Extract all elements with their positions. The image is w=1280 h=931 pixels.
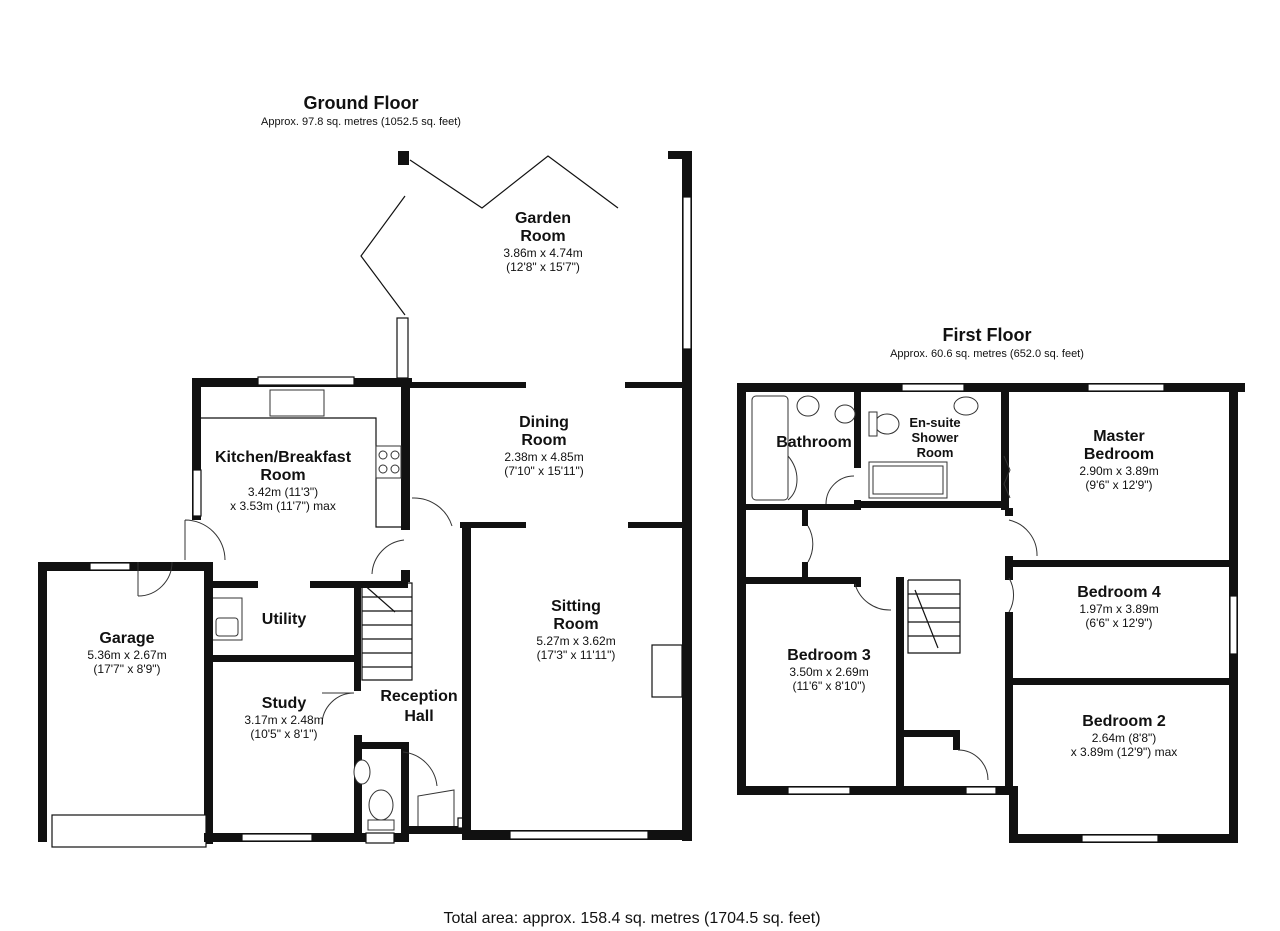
- garage-dims: 5.36m x 2.67m: [87, 648, 166, 662]
- garage-door: [51, 814, 207, 848]
- garage-dims: (17'7" x 8'9"): [93, 662, 160, 676]
- garden-room-dims: 3.86m x 4.74m: [503, 246, 582, 260]
- garden-room-label: Room: [520, 228, 565, 245]
- garden-room-dims: (12'8" x 15'7"): [506, 260, 580, 274]
- bedroom-2-window: [1081, 834, 1159, 843]
- bedroom-3-dims: 3.50m x 2.69m: [789, 665, 868, 679]
- master-bedroom-label: Master: [1093, 428, 1145, 445]
- fireplace: [651, 644, 683, 698]
- study-dims: 3.17m x 2.48m: [244, 713, 323, 727]
- utility-label: Utility: [262, 611, 307, 628]
- kitchen-dims: x 3.53m (11'7") max: [230, 499, 336, 513]
- bedroom-3-label: Bedroom 3: [787, 647, 871, 664]
- ensuite-label: Shower: [912, 430, 959, 445]
- bedroom-4-dims: 1.97m x 3.89m: [1079, 602, 1158, 616]
- study-dims: (10'5" x 8'1"): [250, 727, 317, 741]
- bedroom-4-window: [1229, 595, 1238, 655]
- first-floor-title: First Floor: [943, 325, 1032, 345]
- garage-window: [89, 562, 131, 571]
- dining-room-label: Dining: [519, 414, 569, 431]
- ensuite-window: [901, 383, 965, 392]
- ground-floor: Ground Floor Approx. 97.8 sq. metres (10…: [38, 93, 692, 848]
- master-bedroom-label: Bedroom: [1084, 446, 1154, 463]
- ground-floor-stairs: [361, 582, 413, 681]
- sitting-room-window: [509, 830, 649, 840]
- dining-room-dims: 2.38m x 4.85m: [504, 450, 583, 464]
- bathroom-label: Bathroom: [776, 434, 852, 451]
- kitchen-label: Kitchen/Breakfast: [215, 449, 352, 466]
- sitting-room-dims: (17'3" x 11'11"): [537, 648, 616, 662]
- master-bedroom-dims: 2.90m x 3.89m: [1079, 464, 1158, 478]
- ground-floor-title: Ground Floor: [304, 93, 419, 113]
- first-floor: First Floor Approx. 60.6 sq. metres (652…: [737, 325, 1245, 843]
- kitchen-side-window: [192, 469, 202, 517]
- sitting-room-label: Sitting: [551, 598, 601, 615]
- bedroom-2-dims: x 3.89m (12'9") max: [1071, 745, 1178, 759]
- garage-label: Garage: [99, 630, 154, 647]
- bedroom-3-window: [787, 786, 851, 795]
- first-floor-stairs: [907, 579, 961, 654]
- reception-hall-label: Hall: [404, 708, 433, 725]
- ensuite-label: En-suite: [909, 415, 960, 430]
- master-bedroom-dims: (9'6" x 12'9"): [1085, 478, 1152, 492]
- dining-room-label: Room: [521, 432, 566, 449]
- first-floor-area: Approx. 60.6 sq. metres (652.0 sq. feet): [890, 348, 1084, 360]
- kitchen-window: [257, 376, 355, 386]
- garden-room-window: [682, 196, 692, 350]
- ground-floor-area: Approx. 97.8 sq. metres (1052.5 sq. feet…: [261, 116, 461, 128]
- bedroom-4-dims: (6'6" x 12'9"): [1085, 616, 1152, 630]
- bedroom-2-label: Bedroom 2: [1082, 713, 1166, 730]
- master-bedroom-window: [1087, 383, 1165, 392]
- kitchen-label: Room: [260, 467, 305, 484]
- bedroom-4-label: Bedroom 4: [1077, 584, 1161, 601]
- dining-room-dims: (7'10" x 15'11"): [504, 464, 584, 478]
- sitting-room-dims: 5.27m x 3.62m: [536, 634, 615, 648]
- bedroom-2-dims: 2.64m (8'8"): [1092, 731, 1157, 745]
- ensuite-label: Room: [917, 445, 954, 460]
- total-area: Total area: approx. 158.4 sq. metres (17…: [443, 910, 820, 927]
- reception-hall-label: Reception: [380, 688, 457, 705]
- kitchen-dims: 3.42m (11'3"): [248, 485, 318, 499]
- garden-room-label: Garden: [515, 210, 571, 227]
- bedroom-3-dims: (11'6" x 8'10"): [793, 679, 866, 693]
- study-label: Study: [262, 695, 307, 712]
- study-window: [241, 833, 313, 842]
- sitting-room-label: Room: [553, 616, 598, 633]
